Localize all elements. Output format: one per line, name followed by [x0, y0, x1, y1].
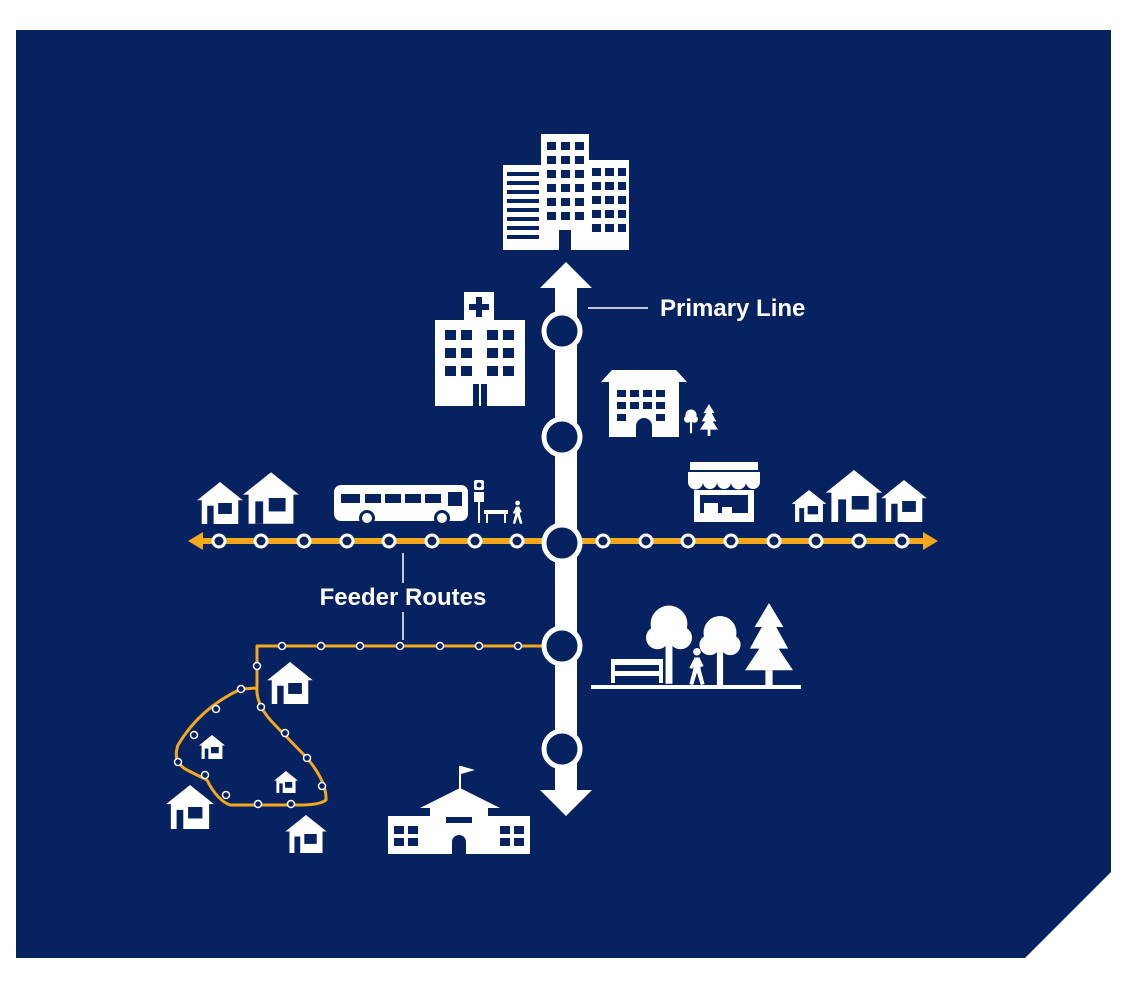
stop-marker — [252, 661, 262, 671]
stop-marker — [280, 728, 290, 738]
stop-marker — [808, 533, 824, 549]
stop-marker — [467, 533, 483, 549]
stop-marker — [595, 533, 611, 549]
station-marker — [541, 522, 583, 564]
bus-stop-sign-icon — [474, 480, 484, 523]
stop-marker — [277, 641, 287, 651]
stop-marker — [256, 702, 266, 712]
stop-marker — [381, 533, 397, 549]
bus-icon — [334, 485, 468, 526]
stop-marker — [851, 533, 867, 549]
station-marker — [541, 728, 583, 770]
stop-marker — [316, 641, 326, 651]
stop-marker — [513, 641, 523, 651]
stop-marker — [894, 533, 910, 549]
stop-marker — [317, 781, 327, 791]
bench-icon — [484, 510, 508, 523]
stop-marker — [509, 533, 525, 549]
stop-marker — [723, 533, 739, 549]
stop-marker — [339, 533, 355, 549]
stop-marker — [302, 753, 312, 763]
stop-marker — [474, 641, 484, 651]
station-marker — [541, 310, 583, 352]
stop-marker — [286, 799, 296, 809]
feeder-routes-label: Feeder Routes — [320, 584, 487, 611]
stop-marker — [253, 533, 269, 549]
station-marker — [541, 625, 583, 667]
stop-marker — [638, 533, 654, 549]
hospital-icon — [435, 292, 525, 406]
stop-marker — [211, 704, 221, 714]
stop-marker — [253, 799, 263, 809]
stop-marker — [355, 641, 365, 651]
feeder-route-loop — [174, 644, 545, 807]
stop-marker — [200, 770, 210, 780]
storefront-icon — [688, 462, 760, 522]
feeder-stops-loop — [173, 641, 523, 809]
stop-marker — [395, 641, 405, 651]
stop-marker — [680, 533, 696, 549]
primary-stations — [541, 310, 583, 770]
stop-marker — [424, 533, 440, 549]
stop-marker — [211, 533, 227, 549]
office-towers-icon — [503, 134, 629, 250]
primary-line-label: Primary Line — [660, 295, 805, 322]
park-icon — [591, 603, 801, 689]
stop-marker — [189, 730, 199, 740]
stop-marker — [221, 790, 231, 800]
stop-marker — [435, 641, 445, 651]
feeder-stops-main — [211, 533, 910, 549]
school-icon — [388, 766, 530, 854]
apartment-building-icon — [601, 370, 687, 437]
stop-marker — [296, 533, 312, 549]
station-marker — [541, 416, 583, 458]
stop-marker — [173, 757, 183, 767]
stop-marker — [236, 684, 246, 694]
stop-marker — [766, 533, 782, 549]
